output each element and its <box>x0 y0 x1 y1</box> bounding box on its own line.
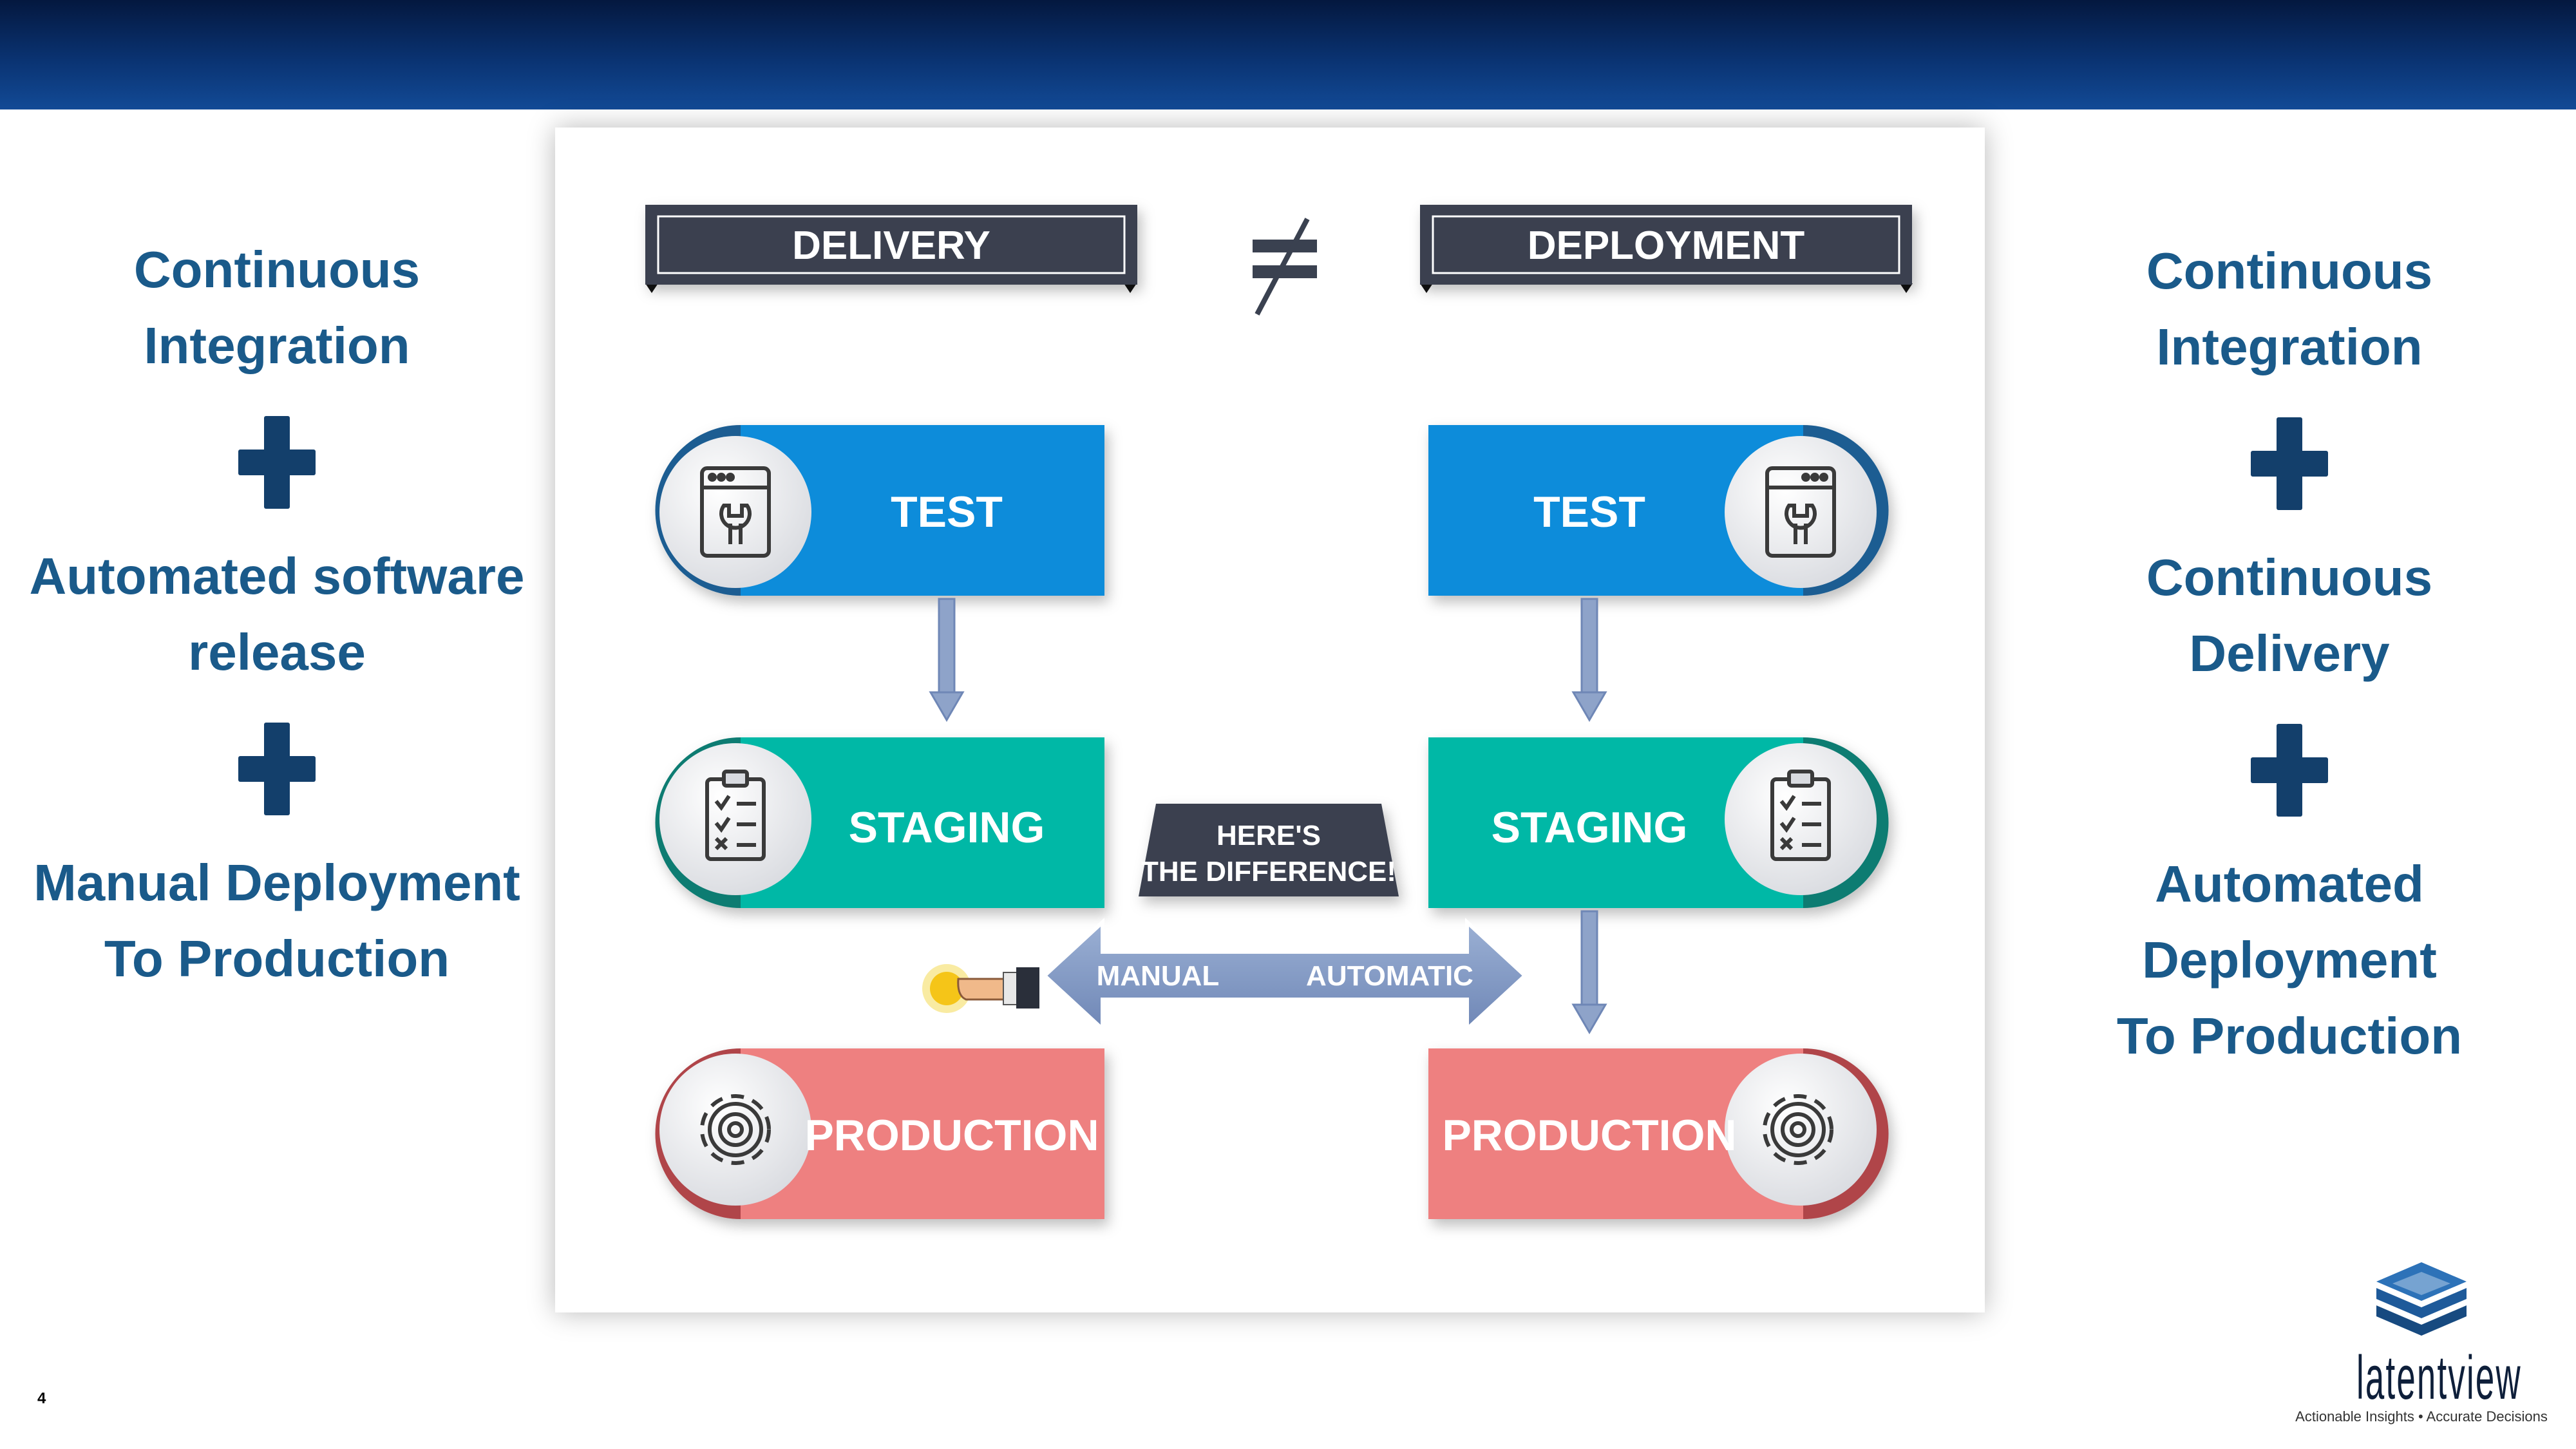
arrow-down-icon <box>1571 910 1607 1034</box>
browser-wrench-icon <box>1765 466 1836 558</box>
deployment-stage-production-label: PRODUCTION <box>1442 1111 1736 1160</box>
manual-automatic-arrow <box>1041 918 1528 1034</box>
delivery-stage-staging-label: STAGING <box>849 803 1045 852</box>
right-item-ci: Continuous Integration <box>2146 242 2433 375</box>
browser-wrench-icon <box>700 466 771 558</box>
not-equal-icon <box>1253 218 1317 316</box>
page-number: 4 <box>37 1390 46 1407</box>
delivery-header-label: DELIVERY <box>792 223 990 268</box>
difference-callout <box>1139 804 1399 896</box>
logo-tagline: Actionable Insights • Accurate Decisions <box>2295 1408 2548 1425</box>
arrow-down-icon <box>929 598 965 722</box>
deployment-stage-test <box>1428 425 1889 596</box>
callout-line2: THE DIFFERENCE! <box>1141 856 1396 887</box>
left-summary: Continuous Integration Automated softwar… <box>26 232 528 997</box>
right-item-cd: Continuous Delivery <box>2146 549 2433 682</box>
header-bar <box>0 0 2576 109</box>
right-item-deployment: Automated Deployment To Production <box>2116 855 2463 1065</box>
arrow-label-manual: MANUAL <box>1097 960 1220 992</box>
plus-icon <box>2251 724 2328 820</box>
deployment-stage-staging-label: STAGING <box>1492 803 1688 852</box>
callout-line1: HERE'S <box>1217 820 1321 851</box>
delivery-stage-staging <box>655 737 1104 908</box>
left-item-release: Automated software release <box>29 547 525 681</box>
plus-icon <box>238 416 316 513</box>
deployment-stage-staging <box>1428 737 1889 908</box>
left-item-ci: Continuous Integration <box>133 241 421 374</box>
hand-press-button-icon <box>922 964 1039 1013</box>
deployment-stage-production <box>1428 1048 1889 1219</box>
company-logo: latentview Actionable Insights • Accurat… <box>2293 1253 2550 1433</box>
left-item-deployment: Manual Deployment To Production <box>33 854 520 987</box>
delivery-stage-production-label: PRODUCTION <box>804 1111 1099 1160</box>
clipboard-checklist-icon <box>1770 770 1831 861</box>
deployment-header-label: DEPLOYMENT <box>1528 223 1805 268</box>
delivery-header: DELIVERY <box>645 205 1137 293</box>
right-summary: Continuous Integration Continuous Delive… <box>2009 233 2570 1074</box>
plus-icon <box>2251 417 2328 514</box>
plus-icon <box>238 723 316 819</box>
arrow-down-icon <box>1571 598 1607 722</box>
clipboard-checklist-icon <box>705 770 766 861</box>
logo-mark-icon <box>2376 1262 2467 1336</box>
delivery-stage-test-label: TEST <box>891 488 1003 536</box>
logo-wordmark: latentview <box>2356 1343 2522 1412</box>
gear-icon <box>700 1094 771 1165</box>
deployment-stage-test-label: TEST <box>1533 488 1645 536</box>
delivery-stage-production <box>655 1048 1104 1219</box>
arrow-label-automatic: AUTOMATIC <box>1306 960 1473 992</box>
deployment-header: DEPLOYMENT <box>1420 205 1913 293</box>
gear-icon <box>1763 1094 1833 1165</box>
